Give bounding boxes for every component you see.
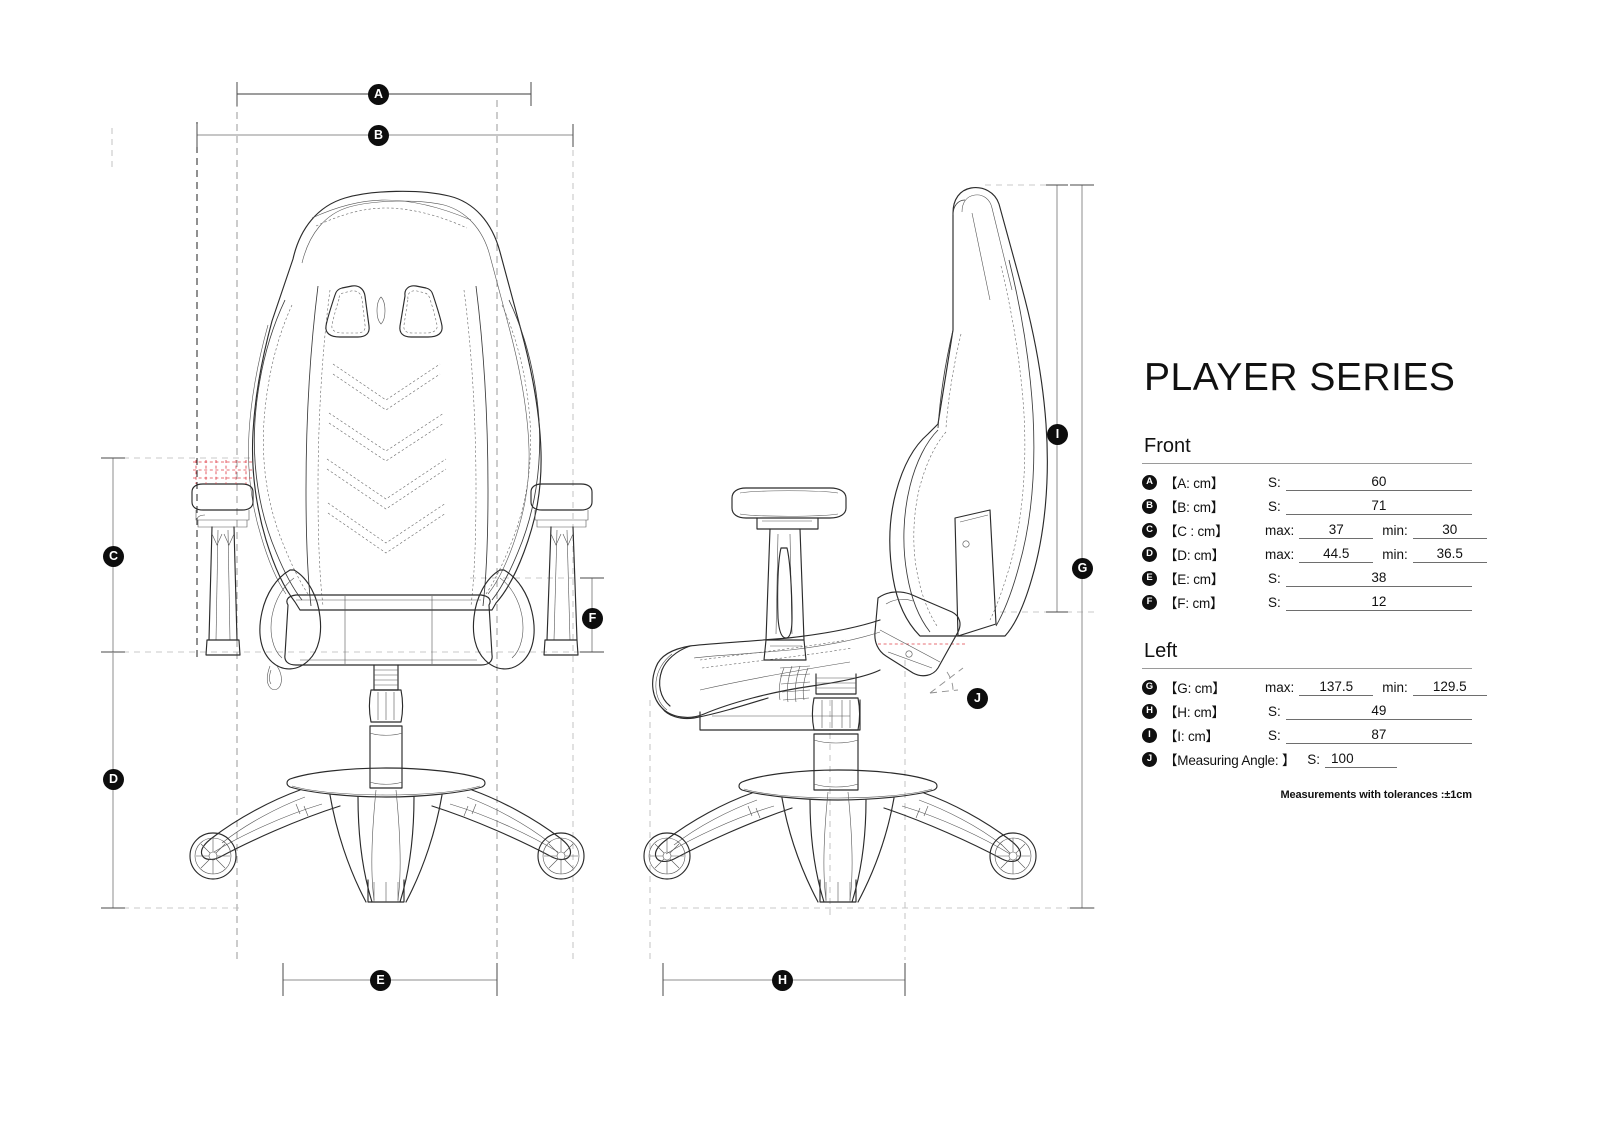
row-label-j: S: [1307,751,1321,767]
row-value-i: 87 [1285,727,1472,744]
row-label-f: S: [1268,594,1281,610]
row-value-j: 100 [1325,751,1398,768]
left-tilt-mechanism [874,591,961,677]
row-value-h: 49 [1285,703,1472,720]
front-backrest [248,190,542,611]
row-badge-e: E [1142,570,1157,586]
row-label-a: S: [1268,474,1281,490]
left-armrest [731,487,847,661]
page-title: PLAYER SERIES [1144,356,1456,399]
row-value-g-min: 129.5 [1412,679,1487,696]
row-label-d-min: min: [1382,546,1408,562]
dimension-marker-G: G [1072,558,1093,579]
divider [1142,668,1472,669]
row-badge-i: I [1142,727,1157,743]
row-value-e: 38 [1285,570,1472,587]
spec-group-title: Left [1144,640,1178,662]
row-key-j: 【Measuring Angle: 】 [1164,753,1296,768]
row-key-e: 【E: cm】 [1164,572,1225,587]
row-label-i: S: [1268,727,1281,743]
measuring-angle-indicator [929,667,964,694]
spec-row-c: C 【C : cm】 max: 37 min: 30 [1142,518,1487,542]
row-value-c-max: 37 [1299,522,1374,539]
row-label-e: S: [1268,570,1281,586]
spec-row-h: H 【H: cm】 S: 49 [1142,699,1472,723]
left-view [643,184,1095,996]
spec-group-front: Front A 【A: cm】 S: 60 B 【B: cm】 S: 71 C … [1142,435,1487,614]
tolerance-note: Measurements with tolerances :±1cm [1280,789,1472,801]
row-badge-b: B [1142,498,1157,514]
spec-group-title: Front [1144,435,1191,457]
front-casters [189,832,585,880]
front-base [200,767,572,903]
spec-row-f: F 【F: cm】 S: 12 [1142,590,1472,614]
row-key-f: 【F: cm】 [1164,596,1224,611]
dimension-marker-D: D [103,769,124,790]
spec-row-b: B 【B: cm】 S: 71 [1142,494,1472,518]
row-label-c-min: min: [1382,522,1408,538]
left-casters [643,832,1037,880]
row-value-a: 60 [1285,474,1472,491]
row-value-d-min: 36.5 [1412,546,1487,563]
dimension-marker-H: H [772,970,793,991]
spec-row-e: E 【E: cm】 S: 38 [1142,566,1472,590]
front-armrest-right [530,483,593,656]
divider [1142,463,1472,464]
left-dimension-lines [662,184,1094,996]
dimension-marker-C: C [103,546,124,567]
row-value-d-max: 44.5 [1299,546,1374,563]
row-badge-g: G [1142,679,1157,695]
dimension-marker-A: A [368,84,389,105]
dimension-marker-J: J [967,688,988,709]
left-base [654,769,1022,903]
dimension-marker-E: E [370,970,391,991]
dimension-marker-F: F [582,608,603,629]
row-label-d-max: max: [1265,546,1295,562]
front-seat-bolsters [259,569,535,670]
row-key-c: 【C : cm】 [1164,524,1229,539]
front-guides [111,100,600,960]
row-badge-f: F [1142,594,1157,610]
left-backrest [889,187,1048,637]
front-gas-cylinder [368,664,404,789]
row-label-h: S: [1268,703,1281,719]
spec-row-a: A 【A: cm】 S: 60 [1142,470,1472,494]
row-key-i: 【I: cm】 [1164,729,1219,744]
dimension-marker-B: B [368,125,389,146]
spec-row-j: J 【Measuring Angle: 】 S: 100 [1142,747,1472,771]
row-badge-c: C [1142,522,1157,538]
front-armrest-left [191,460,254,656]
row-label-c-max: max: [1265,522,1295,538]
spec-row-i: I 【I: cm】 S: 87 [1142,723,1472,747]
specification-panel: PLAYER SERIES Front A 【A: cm】 S: 60 B 【B… [1142,356,1487,801]
row-badge-d: D [1142,546,1157,562]
left-guides [649,184,1095,960]
front-view [101,82,604,996]
spec-group-left: Left G 【G: cm】 max: 137.5 min: 129.5 H 【… [1142,640,1487,771]
row-value-g-max: 137.5 [1299,679,1374,696]
front-seat-cushion [266,594,493,691]
spec-row-d: D 【D: cm】 max: 44.5 min: 36.5 [1142,542,1487,566]
row-label-b: S: [1268,498,1281,514]
row-badge-h: H [1142,703,1157,719]
chevron-stitching [326,363,447,554]
row-key-d: 【D: cm】 [1164,548,1225,563]
spec-row-g: G 【G: cm】 max: 137.5 min: 129.5 [1142,675,1487,699]
dimension-marker-I: I [1047,424,1068,445]
row-key-a: 【A: cm】 [1164,476,1225,491]
row-value-f: 12 [1285,594,1472,611]
row-key-g: 【G: cm】 [1164,681,1226,696]
row-key-b: 【B: cm】 [1164,500,1225,515]
row-value-c-min: 30 [1412,522,1487,539]
row-label-g-min: min: [1382,679,1408,695]
left-gas-cylinder [778,665,861,791]
row-key-h: 【H: cm】 [1164,705,1225,720]
row-label-g-max: max: [1265,679,1295,695]
row-badge-a: A [1142,474,1157,490]
row-badge-j: J [1142,751,1157,767]
row-value-b: 71 [1285,498,1472,515]
